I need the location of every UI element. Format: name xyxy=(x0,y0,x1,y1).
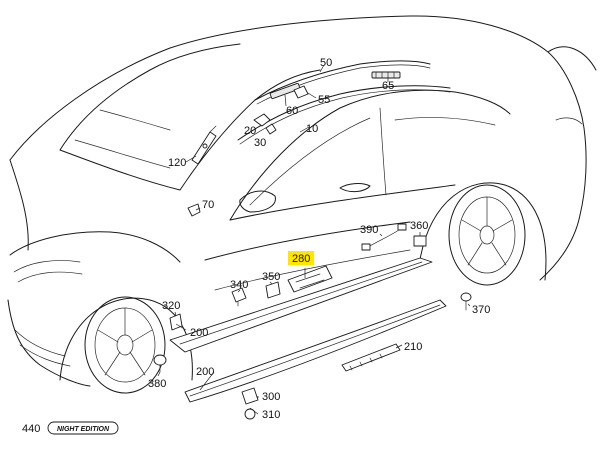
callout-350[interactable]: 350 xyxy=(262,271,280,283)
callout-30[interactable]: 30 xyxy=(254,137,266,149)
car-body-outline xyxy=(7,15,597,394)
leader-lines xyxy=(157,64,471,415)
badge-label: NIGHT EDITION xyxy=(57,426,110,433)
clip-strip-part[interactable] xyxy=(269,82,301,100)
fastener-part-300[interactable] xyxy=(241,387,259,405)
callout-200-lower[interactable]: 200 xyxy=(196,366,214,378)
sill-panel-280[interactable] xyxy=(287,265,333,293)
callout-210[interactable]: 210 xyxy=(404,341,422,353)
callout-10[interactable]: 10 xyxy=(306,123,318,135)
callout-70[interactable]: 70 xyxy=(202,199,214,211)
callout-200-upper[interactable]: 200 xyxy=(190,327,208,339)
clip-part-70[interactable] xyxy=(187,203,201,217)
skirt-insert-strip[interactable] xyxy=(341,343,401,372)
bracket-part-120[interactable] xyxy=(191,125,217,165)
callout-380[interactable]: 380 xyxy=(148,378,166,390)
callout-120[interactable]: 120 xyxy=(168,157,186,169)
clip-part-340[interactable] xyxy=(231,287,247,307)
callout-390[interactable]: 390 xyxy=(360,224,378,236)
callout-300[interactable]: 300 xyxy=(262,391,280,403)
callout-labels: 10 20 30 50 55 60 65 70 120 200 200 210 … xyxy=(22,57,490,435)
callout-65[interactable]: 65 xyxy=(382,80,394,92)
callout-320[interactable]: 320 xyxy=(162,300,180,312)
clip-part-20[interactable] xyxy=(253,113,271,127)
callout-360[interactable]: 360 xyxy=(410,220,428,232)
retainer-part-350[interactable] xyxy=(265,281,281,299)
callout-20[interactable]: 20 xyxy=(244,125,256,137)
grommet-part-380[interactable] xyxy=(153,354,167,373)
clip-part-30[interactable] xyxy=(265,123,277,135)
clip-part-320[interactable] xyxy=(169,313,183,331)
side-skirt-lower[interactable] xyxy=(184,299,447,403)
callout-280[interactable]: 280 xyxy=(292,253,310,265)
callout-310[interactable]: 310 xyxy=(262,409,280,421)
callout-50[interactable]: 50 xyxy=(320,57,332,69)
callout-60[interactable]: 60 xyxy=(286,105,298,117)
cable-part-390[interactable] xyxy=(361,223,407,251)
selected-callout-highlight xyxy=(288,251,314,265)
night-edition-badge[interactable]: NIGHT EDITION xyxy=(47,421,119,435)
connector-part-360[interactable] xyxy=(413,235,427,247)
callout-340[interactable]: 340 xyxy=(230,279,248,291)
screw-part-370[interactable] xyxy=(460,292,472,311)
clip-part-55[interactable] xyxy=(293,85,309,99)
callout-370[interactable]: 370 xyxy=(472,304,490,316)
callout-440[interactable]: 440 xyxy=(22,423,40,435)
side-sill-trim-upper[interactable] xyxy=(169,257,433,353)
callout-55[interactable]: 55 xyxy=(318,94,330,106)
fastener-part-310[interactable] xyxy=(244,408,256,420)
clip-rail-part-65[interactable] xyxy=(371,71,401,79)
roof-rail-molding[interactable] xyxy=(254,60,431,101)
